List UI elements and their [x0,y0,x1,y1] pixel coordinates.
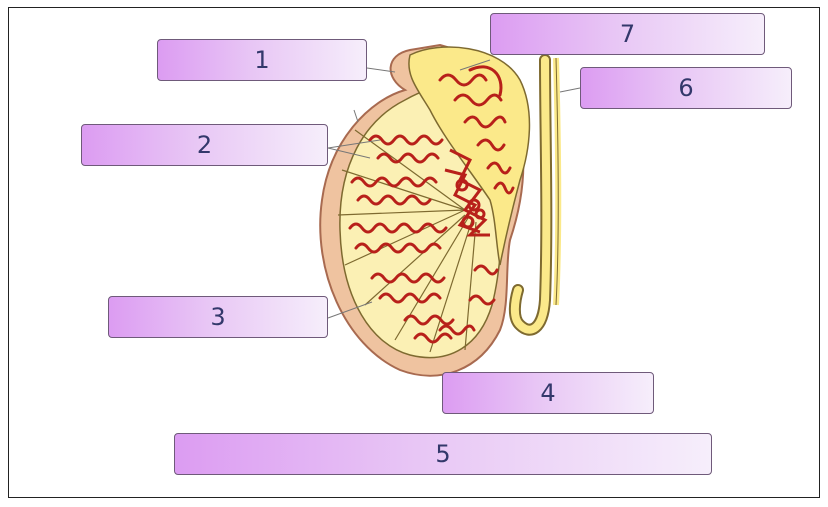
label-text-3: 3 [210,303,226,331]
label-box-3[interactable]: 3 [108,296,328,338]
label-box-6[interactable]: 6 [580,67,792,109]
label-box-1[interactable]: 1 [157,39,367,81]
label-text-2: 2 [196,131,213,159]
label-text-7: 7 [619,20,636,48]
seminiferous-tubules [348,134,499,344]
epididymis [408,46,531,266]
efferent-ductules [438,65,515,195]
label-text-5: 5 [435,440,451,468]
rete-testis [444,148,490,237]
label-text-1: 1 [254,46,270,74]
label-text-4: 4 [540,379,556,407]
label-box-2[interactable]: 2 [81,124,328,166]
label-box-4[interactable]: 4 [442,372,654,414]
label-box-7[interactable]: 7 [490,13,765,55]
leader-lines [327,59,581,319]
label-box-5[interactable]: 5 [174,433,712,475]
label-text-6: 6 [678,74,694,102]
